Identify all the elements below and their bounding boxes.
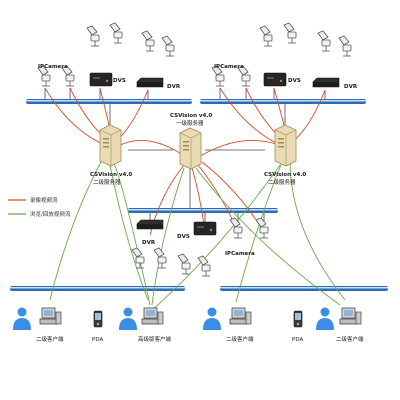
bottom-clients (13, 307, 362, 330)
left-server-role: 二级服务器 (93, 178, 121, 186)
camera-icon (197, 255, 211, 277)
user-icon (316, 307, 334, 330)
dvs-label-middle: DVS (177, 234, 190, 240)
client-label-4: 二级客户端 (336, 335, 364, 343)
left-server-name: CSVision v4.0 (90, 172, 132, 178)
client-terminal-icon (39, 307, 62, 325)
dvr-label-right: DVR (344, 84, 358, 90)
legend: 录像视频流 浏览/回放视频流 (8, 196, 71, 218)
dvr-device-icon (312, 77, 340, 88)
dvr-device-icon (136, 77, 164, 88)
right-server-icon (274, 124, 297, 167)
legend-viewing-label: 浏览/回放视频流 (30, 210, 71, 218)
dvs-label-right: DVS (288, 78, 301, 84)
camera-icon (259, 25, 273, 47)
left-server-icon (99, 124, 122, 167)
client-label-1: 二级客户端 (36, 335, 64, 343)
pda-label-1: PDA (92, 337, 103, 343)
right-server-name: CSVision v4.0 (264, 172, 306, 178)
user-icon (13, 307, 31, 330)
dvs-device-icon (89, 72, 113, 87)
dvr-label-middle: DVR (142, 240, 156, 246)
center-server-icon (179, 127, 202, 170)
client-label-2: 高级版客户端 (138, 335, 172, 343)
viewing-links (49, 159, 346, 313)
center-server-role: 一级服务器 (176, 119, 204, 127)
legend-recording-label: 录像视频流 (30, 196, 58, 204)
right-server-role: 二级服务器 (268, 178, 296, 186)
camera-icon (283, 22, 297, 44)
pda-icon (93, 310, 103, 328)
top-right-devices (211, 22, 352, 88)
client-terminal-icon (339, 307, 362, 325)
pda-label-2: PDA (292, 337, 303, 343)
camera-icon (141, 30, 155, 52)
ipcamera-label-right: IPCamera (214, 64, 244, 70)
dvs-device-icon (193, 221, 217, 236)
center-server-name: CSVision v4.0 (170, 113, 212, 119)
ipcamera-label-left: IPCamera (38, 64, 68, 70)
camera-icon (161, 35, 175, 57)
user-icon (119, 307, 137, 330)
ipcamera-label-middle: IPCamera (225, 251, 255, 257)
client-label-3: 二级客户端 (226, 335, 254, 343)
camera-icon (338, 35, 352, 57)
top-left-devices (37, 22, 175, 88)
camera-icon (153, 247, 167, 269)
client-terminal-icon (229, 307, 252, 325)
client-terminal-icon (141, 307, 164, 325)
dvr-device-icon (136, 219, 164, 230)
camera-icon (317, 30, 331, 52)
network-buses (10, 99, 388, 291)
camera-icon (86, 25, 100, 47)
dvs-label-left: DVS (113, 78, 126, 84)
user-icon (203, 307, 221, 330)
camera-icon (177, 253, 191, 275)
pda-icon (293, 310, 303, 328)
dvr-label-left: DVR (167, 84, 181, 90)
dvs-device-icon (263, 72, 287, 87)
camera-icon (109, 22, 123, 44)
